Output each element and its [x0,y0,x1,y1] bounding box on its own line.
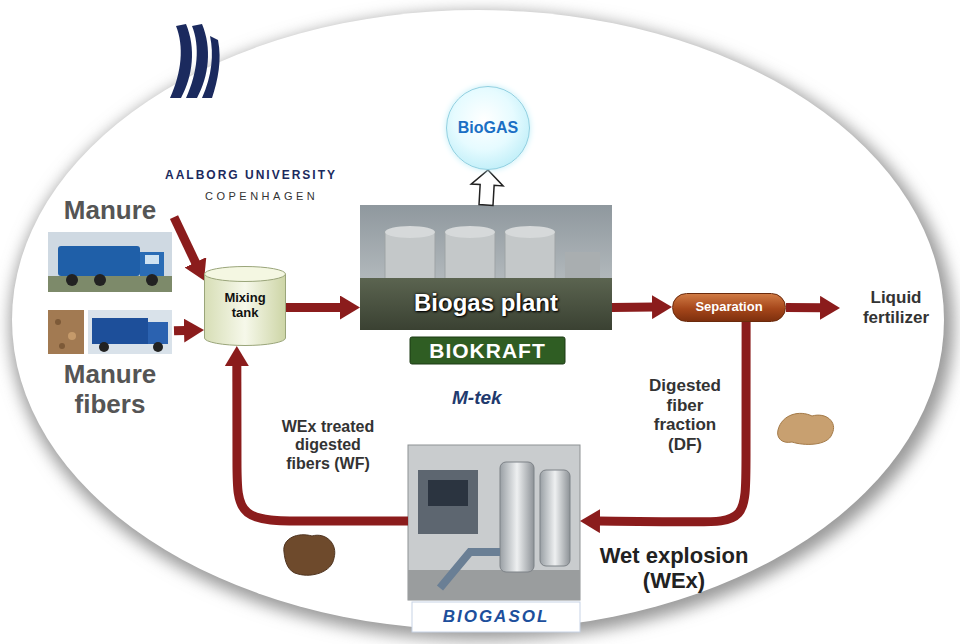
node-label: BioGAS [458,119,518,137]
silo-roof [385,226,435,238]
flow-arrow [786,303,822,312]
node-label: Manure fibers [46,360,174,420]
silo [505,232,555,280]
fiber-texture [59,343,65,349]
silo-roof [505,226,555,238]
flow-arrow [174,217,196,264]
wex-photo [408,445,580,600]
wex-floor [408,570,580,600]
truck-cab [148,322,168,344]
truck-window [145,255,159,264]
company-logo [410,337,565,364]
plant-photo [360,205,612,330]
separation-pill: Separation [672,293,786,322]
silo-roof [445,226,495,238]
block-arrow [471,170,503,205]
fiber-photo [48,310,84,354]
flow-arrow [598,322,746,522]
truck-photo [48,232,172,292]
plant-field [360,278,612,330]
truck-body [92,318,148,344]
pipe [440,552,500,588]
university-logo [170,24,192,98]
plant-building [565,252,600,280]
company-logo-text: BIOGASOL [412,602,580,632]
node-label: Mixing tank [210,291,280,321]
truck-photo [88,310,172,354]
edge-label: Digested fiber fraction (DF) [636,376,734,454]
fiber-sample [284,535,335,575]
truck-wheel [94,274,106,286]
silo [385,232,435,280]
university-name: AALBORG UNIVERSITY [165,168,337,182]
project-name: M-tek [452,387,502,409]
edge-label: WEx treated digested fibers (WF) [272,418,384,473]
output-node: Liquid fertilizer [840,282,952,333]
truck-wheel [99,342,109,352]
university-campus: COPENHAGEN [205,190,318,202]
reactor-tank [500,462,534,572]
flow-arrow [237,364,408,521]
plant-box: Biogas plant [360,205,612,330]
source-node: Manure [46,196,174,292]
company-logo-text: BIOKRAFT [410,337,565,364]
mixing-tank: Mixing tank [204,266,286,346]
truck-wheel [66,274,78,286]
fiber-texture [55,319,61,325]
control-cabinet [418,470,478,534]
truck-cab [140,252,164,276]
node-label: Liquid fertilizer [846,288,946,327]
control-screen [428,480,468,506]
reactor-tank [540,470,570,566]
company-logo [412,602,580,632]
frame-ellipse [12,10,944,630]
university-logo [186,24,208,98]
source-node: Manure fibers [46,308,174,422]
tank-top [205,267,286,282]
university-logo [202,36,220,98]
flow-arrow [612,303,654,312]
process-photo: Wet explosion (WEx) [408,445,580,600]
output-circle: BioGAS [446,86,530,170]
flow-arrow [174,326,186,335]
truck-tank [58,246,140,276]
fiber-texture [68,332,76,340]
silo [445,232,495,280]
fiber-sample [778,413,834,444]
truck-wheel [153,342,163,352]
tank-body [205,274,286,346]
node-label: Biogas plant [360,289,612,317]
node-label: Wet explosion (WEx) [588,543,760,594]
truck-wheel [146,274,158,286]
node-label: Separation [695,300,762,315]
node-label: Manure [46,196,174,226]
flow-arrow [286,303,342,312]
